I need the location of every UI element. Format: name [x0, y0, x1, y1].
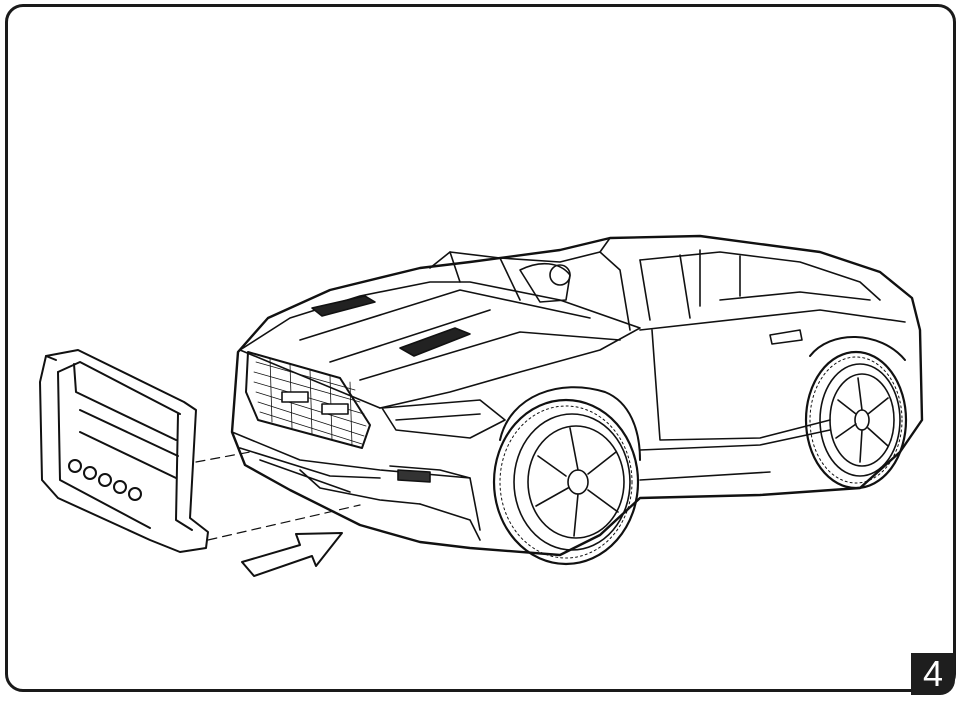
- rear-wheel: [804, 350, 908, 490]
- front-wheel: [492, 398, 640, 566]
- ride-on-car: [230, 234, 924, 557]
- step-number-badge: 4: [911, 653, 955, 695]
- arrow-right-icon: [241, 532, 343, 577]
- grille-guard: [39, 349, 209, 553]
- instruction-panel: [5, 4, 956, 692]
- alignment-guides: [195, 451, 361, 541]
